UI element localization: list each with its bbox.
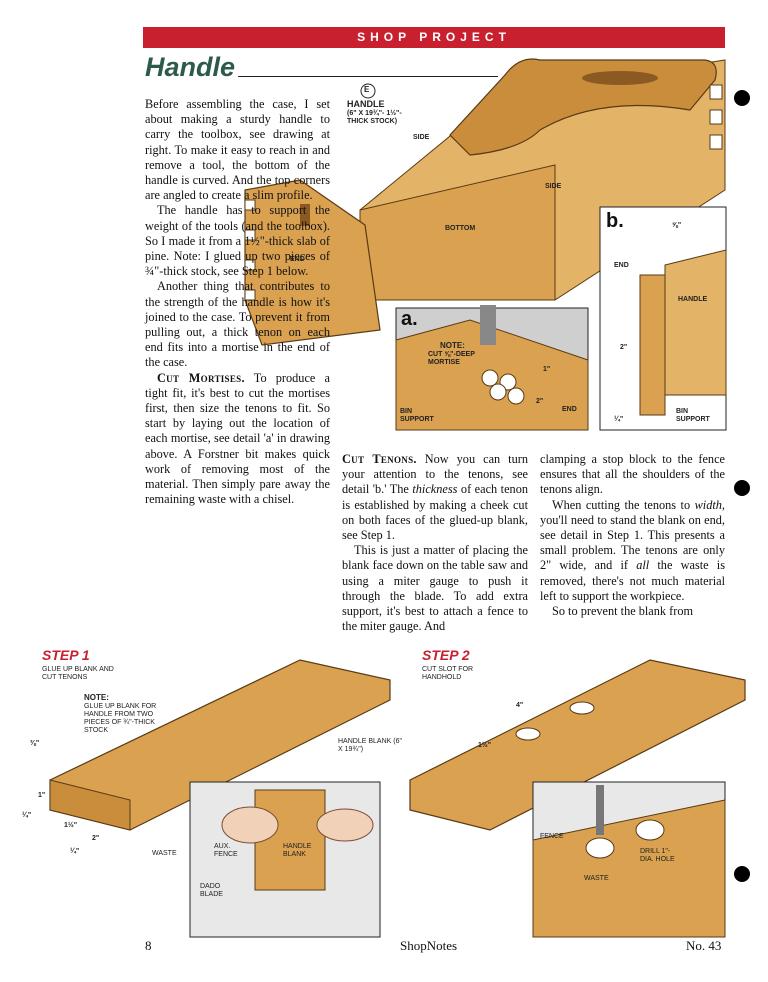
step2-dim-4: 4" — [516, 702, 524, 709]
step1-subtitle: GLUE UP BLANK AND CUT TENONS — [42, 666, 114, 681]
binder-hole — [734, 866, 750, 882]
handle-dims: (6" x 19¾"- 1½"-THICK STOCK) — [347, 110, 402, 125]
col1-para-2: The handle has to support the weight of … — [145, 203, 330, 279]
step2-subtitle: CUT SLOT FOR HANDHOLD — [422, 666, 474, 681]
step1-dim-c: ¼" — [22, 812, 32, 819]
page-title: Handle — [145, 52, 236, 82]
side-label-1: SIDE — [413, 134, 430, 141]
col3-para-2-a: When cutting the tenons to — [552, 497, 695, 512]
col2-para-1-em: thickness — [412, 482, 458, 497]
col1-para-3: Another thing that contributes to the st… — [145, 279, 330, 370]
magazine-name: ShopNotes — [400, 938, 458, 953]
detail-b-dim-2: 2" — [620, 344, 628, 351]
issue-number: No. 43 — [686, 938, 722, 953]
detail-a-dim-1: 1" — [543, 366, 551, 373]
callout-letter: E — [364, 85, 370, 94]
step2-drill: DRILL 1"-DIA. HOLE — [640, 848, 675, 863]
step2-dim-15: 1½" — [478, 742, 492, 749]
col3-para-2: When cutting the tenons to width, you'll… — [540, 498, 725, 604]
detail-a-dim-2: 2" — [536, 398, 544, 405]
col3-para-2-em1: width — [694, 497, 722, 512]
step1-waste: WASTE — [152, 850, 177, 857]
detail-a-letter: a. — [401, 308, 418, 330]
end-label: END — [290, 256, 305, 263]
col2-para-1: Cut Tenons. Now you can turn your attent… — [342, 452, 528, 543]
column-3: clamping a stop block to the fence ensur… — [540, 452, 725, 619]
step1-dado-blade: DADO BLADE — [200, 883, 223, 898]
binder-hole — [734, 90, 750, 106]
detail-a-note-title: NOTE: — [440, 341, 465, 350]
step1-dim-e: 2" — [92, 835, 100, 842]
step1-handle-blank: HANDLE BLANK — [283, 843, 312, 858]
detail-b-handle: HANDLE — [678, 296, 708, 303]
col2-para-1-a: Now you can turn your attention to the t… — [342, 452, 528, 497]
col1-para-4: Cut Mortises. To produce a tight fit, it… — [145, 371, 330, 508]
column-1: Before assembling the case, I set about … — [145, 97, 330, 507]
step1-dim-f: ¼" — [70, 848, 80, 855]
page-number: 8 — [145, 938, 152, 953]
col1-para-4-body: To produce a tight fit, it's best to cut… — [145, 370, 330, 507]
side-label-2: SIDE — [545, 183, 562, 190]
step1-aux-fence: AUX. FENCE — [214, 843, 238, 858]
column-2: Cut Tenons. Now you can turn your attent… — [342, 452, 528, 634]
handle-label: HANDLE — [347, 99, 385, 109]
step1-note-title: NOTE: — [84, 693, 109, 702]
step1-title: STEP 1 — [42, 647, 90, 663]
section-banner: SHOP PROJECT — [143, 27, 725, 48]
detail-a-bin-support: BIN SUPPORT — [400, 408, 434, 423]
col3-para-2-c: the waste is removed, there's not much m… — [540, 558, 725, 603]
step1-note: GLUE UP BLANK FOR HANDLE FROM TWO PIECES… — [84, 703, 157, 734]
detail-b-dim-top: ⅝" — [672, 222, 682, 229]
step2-waste: WASTE — [584, 875, 609, 882]
binder-hole — [734, 480, 750, 496]
col2-para-1-head: Cut Tenons. — [342, 452, 417, 466]
step1-blank-label: HANDLE BLANK (6" x 19¾") — [338, 738, 402, 753]
col2-para-2: This is just a matter of placing the bla… — [342, 543, 528, 634]
step2-fence: FENCE — [540, 833, 564, 840]
detail-a-end: END — [562, 406, 577, 413]
step1-dim-d: 1½" — [64, 822, 78, 829]
step1-dim-a: ⅜" — [30, 740, 40, 747]
detail-b-end: END — [614, 262, 629, 269]
detail-b-dim-quarter: ¼" — [614, 416, 624, 423]
detail-b-bin-support: BIN SUPPORT — [676, 408, 710, 423]
col3-para-1: clamping a stop block to the fence ensur… — [540, 452, 725, 497]
col3-para-2-em2: all — [636, 558, 650, 573]
col1-para-4-head: Cut Mortises. — [157, 370, 245, 385]
step2-title: STEP 2 — [422, 647, 470, 663]
col3-para-3: So to prevent the blank from — [552, 604, 694, 619]
detail-a-note: CUT ⅝"-DEEP MORTISE — [428, 351, 475, 366]
bottom-label: BOTTOM — [445, 225, 476, 232]
col2-para-1-b: of each tenon is established by making a… — [342, 482, 528, 543]
title-underline — [238, 76, 498, 77]
col1-para-1: Before assembling the case, I set about … — [145, 97, 330, 203]
col3-para-2-b: , you'll need to stand the blank on end,… — [540, 497, 725, 573]
detail-b-letter: b. — [606, 210, 624, 232]
step1-dim-b: 1" — [38, 792, 46, 799]
